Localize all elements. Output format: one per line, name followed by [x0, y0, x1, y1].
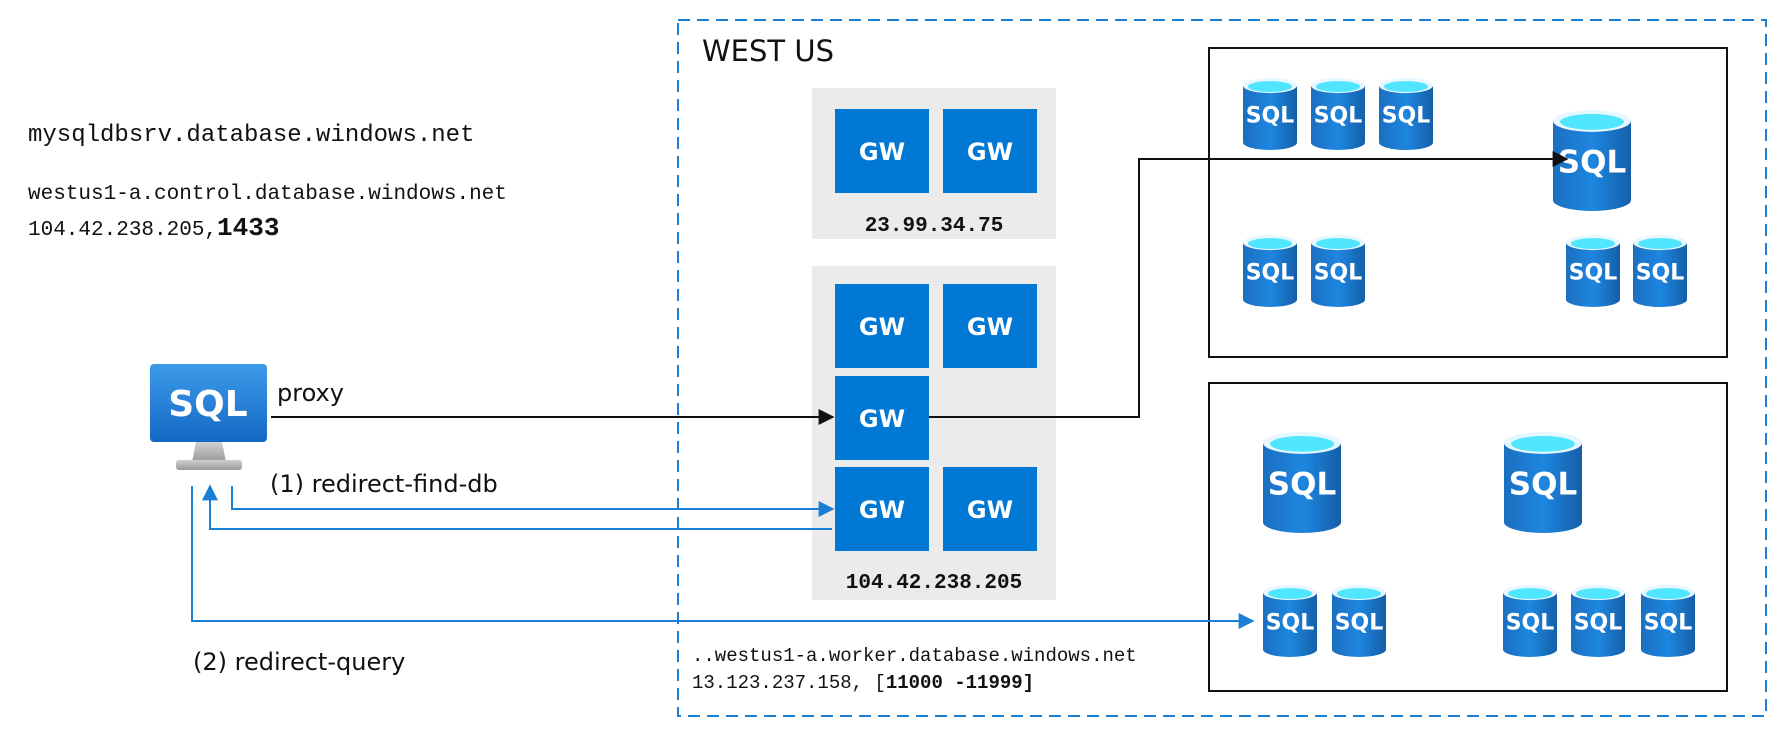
worker-port-range: 11000 -11999	[886, 672, 1023, 694]
gateway-label: GW	[967, 313, 1013, 341]
redirect-find-db-response-arrow	[202, 484, 832, 530]
database-icon-label: SQL	[1569, 261, 1618, 286]
database-icon-label: SQL	[1509, 467, 1577, 503]
gateway-label: GW	[859, 496, 905, 524]
redirect-find-db-request-arrow	[231, 486, 835, 517]
gateway-label: GW	[859, 313, 905, 341]
database-icon: SQL	[1263, 432, 1341, 533]
database-icon: SQL	[1633, 235, 1687, 307]
gateway-cluster-b-ip: 104.42.238.205	[846, 572, 1022, 595]
gateway-b1: GW	[835, 284, 929, 368]
database-icon-label: SQL	[1246, 261, 1295, 286]
gateway-b2: GW	[943, 284, 1037, 368]
database-icon-label: SQL	[1574, 611, 1623, 636]
region-boundary	[677, 19, 1767, 717]
redirect-find-db-label: (1) redirect-find-db	[270, 470, 498, 498]
control-port: 1433	[217, 213, 279, 243]
database-icon: SQL	[1243, 235, 1297, 307]
gateway-b4: GW	[835, 467, 929, 551]
database-icon: SQL	[1504, 432, 1582, 533]
database-icon: SQL	[1263, 585, 1317, 657]
database-icon: SQL	[1641, 585, 1695, 657]
database-icon: SQL	[1311, 78, 1365, 150]
redirect-query-label: (2) redirect-query	[193, 648, 405, 676]
redirect-query-arrow	[191, 486, 1255, 629]
gateway-to-db-arrow	[929, 151, 1569, 418]
database-icon: SQL	[1553, 110, 1632, 212]
worker-cluster-top	[1208, 47, 1728, 358]
control-hostname: westus1-a.control.database.windows.net	[28, 183, 507, 206]
worker-cluster-bottom	[1208, 382, 1728, 692]
database-icon: SQL	[1311, 235, 1365, 307]
gateway-label: GW	[859, 405, 905, 433]
database-icon-label: SQL	[1644, 611, 1693, 636]
gateway-b3: GW	[835, 376, 929, 460]
proxy-label: proxy	[277, 379, 344, 407]
worker-ip-suffix: ]	[1023, 672, 1034, 694]
database-icon: SQL	[1332, 585, 1386, 657]
gateway-label: GW	[859, 138, 905, 166]
database-icon: SQL	[1243, 78, 1297, 150]
worker-ip: 13.123.237.158, [	[692, 672, 886, 694]
database-icon: SQL	[1566, 235, 1620, 307]
worker-endpoint: 13.123.237.158, [11000 -11999]	[692, 672, 1034, 694]
gateway-label: GW	[967, 138, 1013, 166]
client-sql-icon: SQL	[150, 364, 267, 470]
database-icon-label: SQL	[1558, 145, 1626, 181]
database-icon: SQL	[1503, 585, 1557, 657]
database-icon-label: SQL	[1266, 611, 1315, 636]
gateway-cluster-a-ip: 23.99.34.75	[865, 215, 1004, 238]
gateway-b5: GW	[943, 467, 1037, 551]
database-icon-label: SQL	[1636, 261, 1685, 286]
database-icon-label: SQL	[1314, 261, 1363, 286]
database-icon: SQL	[1379, 78, 1433, 150]
control-endpoint: 104.42.238.205,1433	[28, 213, 279, 243]
database-icon-label: SQL	[1335, 611, 1384, 636]
gateway-a2: GW	[943, 109, 1037, 193]
worker-hostname: ..westus1-a.worker.database.windows.net	[692, 645, 1137, 667]
database-icon-label: SQL	[1246, 104, 1295, 129]
control-ip: 104.42.238.205,	[28, 219, 217, 242]
region-title: WEST US	[702, 34, 834, 68]
database-icon-label: SQL	[1506, 611, 1555, 636]
client-sql-label: SQL	[168, 384, 247, 425]
database-icon-label: SQL	[1268, 467, 1336, 503]
database-icon-label: SQL	[1314, 104, 1363, 129]
database-icon: SQL	[1571, 585, 1625, 657]
database-icons: SQL SQL SQL SQL SQL SQL SQL SQL SQL SQL SQL SQL SQL S…	[1243, 78, 1695, 657]
database-icon-label: SQL	[1382, 104, 1431, 129]
gateway-label: GW	[967, 496, 1013, 524]
gateway-a1: GW	[835, 109, 929, 193]
server-hostname: mysqldbsrv.database.windows.net	[28, 122, 474, 149]
